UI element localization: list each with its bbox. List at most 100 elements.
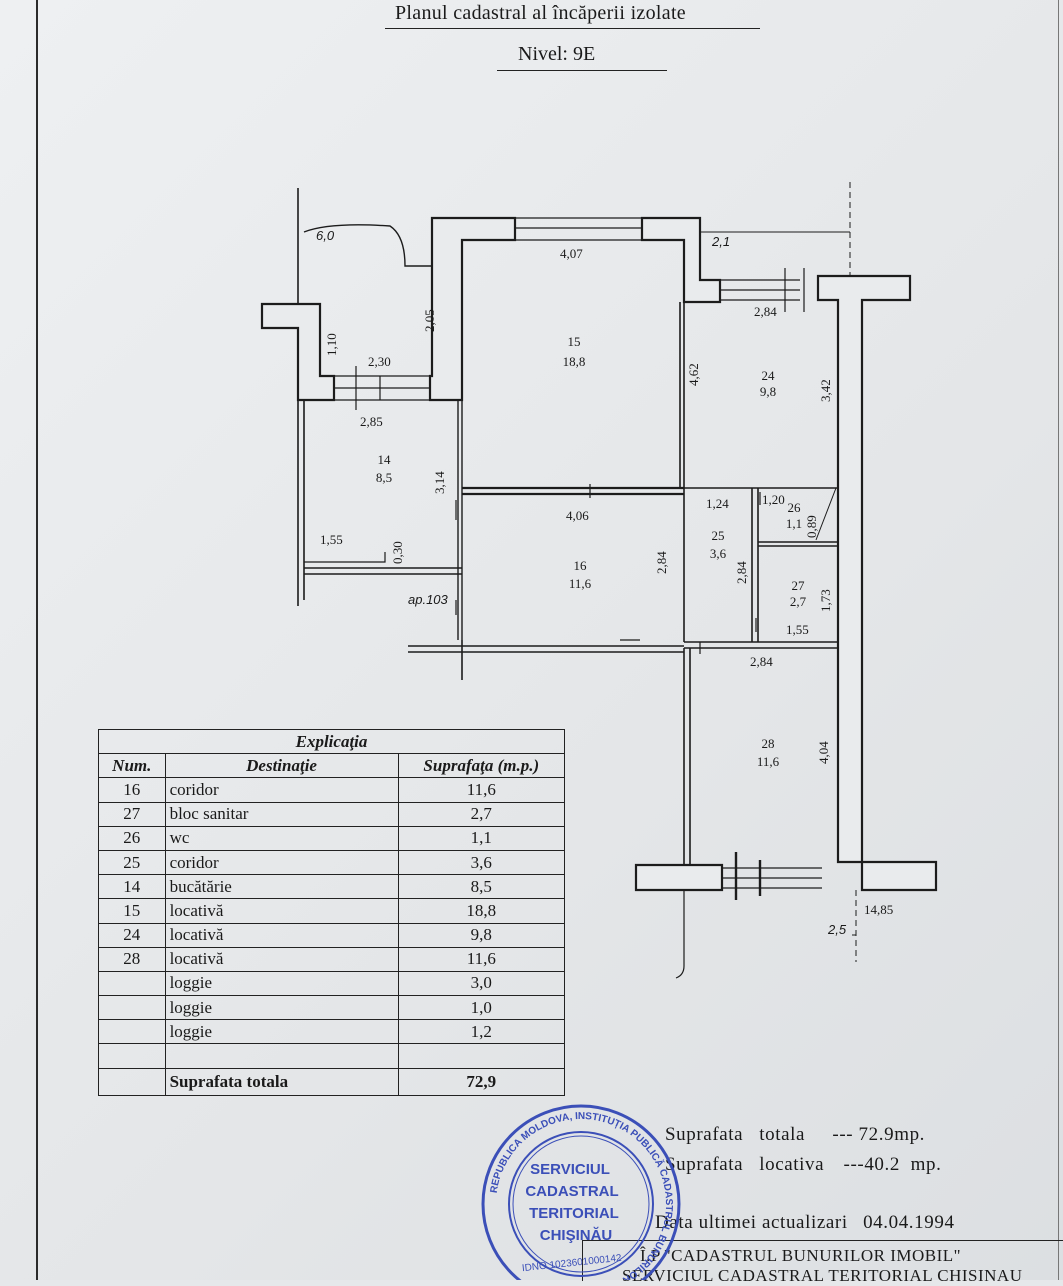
issuer-box (582, 1240, 1063, 1281)
room-area: 18,8 (563, 354, 586, 369)
room-area: 8,5 (376, 470, 392, 485)
plan-walls (260, 182, 938, 979)
summary-updated-label: Data ultimei actualizari (655, 1212, 848, 1233)
cell-dest: bloc sanitar (164, 801, 399, 827)
room-number: 27 (792, 578, 806, 593)
dimension: 2,84 (750, 654, 773, 669)
cell-area: 11,6 (397, 777, 566, 803)
dimension: 0,89 (804, 515, 819, 538)
dimension: 1,55 (320, 532, 343, 547)
table-row (98, 1043, 566, 1069)
summary-updated-value: 04.04.1994 (863, 1212, 955, 1233)
room-area: 3,6 (710, 546, 727, 561)
cell-dest: locativă (164, 898, 399, 924)
apartment-label: ap.103 (408, 592, 449, 607)
summary-living: Suprafata locativa ---40.2 mp. (665, 1154, 942, 1176)
dimension: 2,05 (422, 309, 437, 332)
room-number: 25 (712, 528, 725, 543)
column-header: Suprafaţa (m.p.) (397, 753, 566, 779)
floor-plan-drawing: 15 18,8 24 9,8 14 8,5 16 11,6 25 3,6 26 … (260, 182, 938, 979)
total-value: 72,9 (397, 1067, 566, 1096)
cell-num (98, 1019, 166, 1045)
cell-dest: bucătărie (164, 874, 399, 900)
cell-area (397, 1043, 566, 1069)
room-number: 26 (788, 500, 802, 515)
cell-dest: loggie (164, 995, 399, 1021)
legend-title: Explicaţia (98, 728, 565, 755)
room-area: 1,1 (786, 516, 802, 531)
cell-dest: coridor (164, 777, 399, 803)
room-number: 24 (762, 368, 776, 383)
issuer-line-1: Î.P."CADASTRUL BUNURILOR IMOBIL" (640, 1246, 962, 1265)
summary-living-value: ---40.2 mp. (843, 1154, 942, 1175)
dimension: 2,84 (734, 561, 749, 584)
cell-area: 3,0 (397, 970, 566, 997)
cell-dest: loggie (164, 1019, 399, 1045)
cell-dest (164, 1043, 399, 1069)
dimension: 1,24 (706, 496, 729, 511)
total-row: Suprafata totala 72,9 (98, 1067, 566, 1096)
summary-updated: Data ultimei actualizari 04.04.1994 (655, 1212, 955, 1234)
room-area: 11,6 (569, 576, 592, 591)
dimension: 4,04 (816, 741, 831, 764)
summary-total-label: Suprafata totala (665, 1124, 806, 1145)
column-header: Destinaţie (164, 753, 399, 779)
cell-num: 24 (98, 922, 166, 948)
summary-total-value: --- 72.9mp. (832, 1124, 926, 1145)
cell-num: 16 (98, 777, 166, 803)
room-area: 9,8 (760, 384, 776, 399)
stamp-center-text: SERVICIUL CADASTRAL TERITORIAL CHIŞINĂU (525, 1161, 619, 1244)
cell-num: 27 (98, 801, 166, 827)
cell-dest: coridor (164, 849, 399, 876)
page-left-border (36, 0, 38, 1280)
dimension: 1,10 (324, 333, 339, 356)
document-title: Planul cadastral al încăperii izolate (395, 2, 686, 24)
stamp-line: CADASTRAL (525, 1183, 618, 1200)
summary-total: Suprafata totala --- 72.9mp. (665, 1124, 925, 1146)
dimension: 2,84 (754, 304, 777, 319)
dimension: 14,85 (864, 902, 893, 917)
cell-num: 26 (98, 825, 166, 851)
dimension: 3,42 (818, 379, 833, 402)
legend-table: Explicaţia Num. Destinaţie Suprafaţa (m.… (98, 728, 566, 1096)
room-area: 11,6 (757, 754, 780, 769)
cell-num: 25 (98, 849, 166, 876)
cell-area: 11,6 (397, 946, 566, 972)
level-value: 9E (573, 43, 596, 65)
cell-dest: loggie (164, 970, 399, 997)
legend-title-row: Explicaţia (98, 728, 565, 755)
dimension: 6,0 (316, 228, 335, 243)
room-number: 14 (378, 452, 392, 467)
total-label: Suprafata totala (164, 1067, 399, 1096)
cell-area: 2,7 (397, 801, 566, 827)
room-area: 2,7 (790, 594, 807, 609)
dimension: 2,85 (360, 414, 383, 429)
dimension: 2,84 (654, 551, 669, 574)
room-number: 15 (568, 334, 581, 349)
cell-num: 28 (98, 946, 166, 972)
cell-area: 8,5 (397, 874, 566, 900)
legend-header-row: Num. Destinaţie Suprafaţa (m.p.) (98, 753, 566, 779)
stamp-line: TERITORIAL (529, 1205, 619, 1222)
dimension: 1,20 (762, 492, 785, 507)
page-right-edge (1058, 0, 1059, 1280)
cell-num: 14 (98, 874, 166, 900)
cell-dest: locativă (164, 922, 399, 948)
level-underline (497, 70, 667, 71)
cell-dest: locativă (164, 946, 399, 972)
stamp-rings (481, 1104, 681, 1280)
level-label: Nivel: (518, 43, 568, 65)
stamp-line: SERVICIUL (530, 1161, 610, 1178)
dimension: 0,30 (390, 541, 405, 564)
cell-num (98, 995, 166, 1021)
room-number: 28 (762, 736, 775, 751)
